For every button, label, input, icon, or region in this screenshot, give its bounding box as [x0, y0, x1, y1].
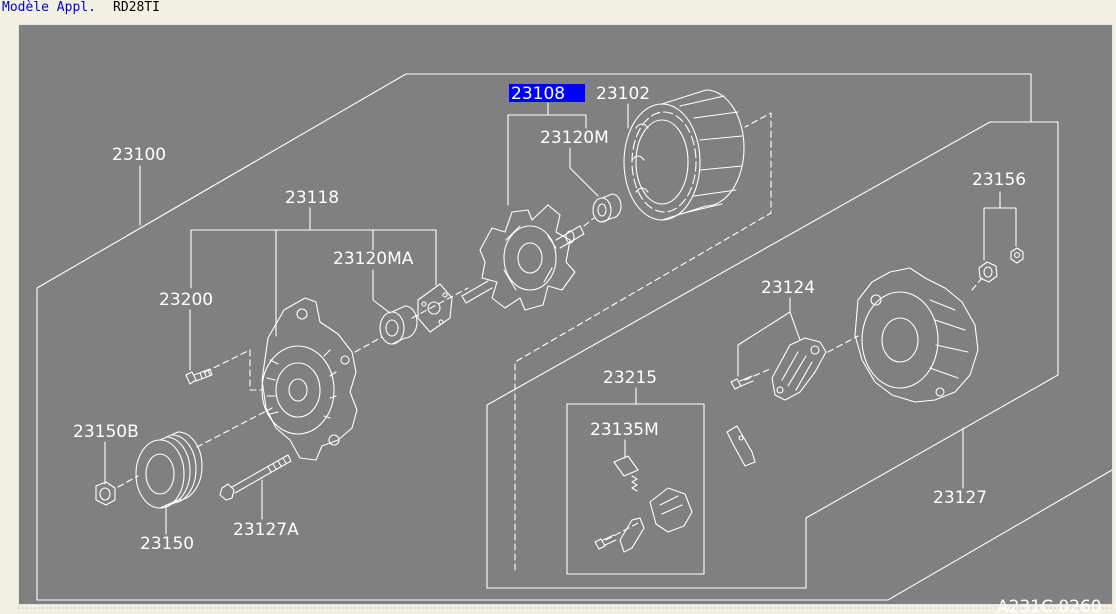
header-bar: Modèle Appl. RD28TI: [0, 0, 1116, 22]
part-label-23118[interactable]: 23118: [285, 188, 339, 208]
terminal-nuts-drawing: [978, 247, 1024, 283]
alignment-dashed-lines: [117, 217, 983, 541]
pulley-drawing: [135, 431, 203, 509]
part-label-23120ma[interactable]: 23120MA: [333, 249, 414, 269]
regulator-screw-drawing: [730, 375, 754, 390]
bearing-23120m-drawing: [592, 193, 622, 223]
part-label-23200[interactable]: 23200: [159, 290, 213, 310]
model-value: RD28TI: [113, 0, 160, 15]
bearing-23120ma-drawing: [379, 305, 418, 345]
assembly-outline-23108: [514, 112, 772, 571]
rotor-drawing: [461, 204, 585, 311]
part-label-23127[interactable]: 23127: [933, 488, 987, 508]
leader-lines: [104, 102, 1017, 535]
rear-housing-drawing: [854, 267, 979, 403]
selection-highlight: [509, 84, 585, 102]
part-label-23215[interactable]: 23215: [603, 368, 657, 388]
part-label-23135m[interactable]: 23135M: [590, 420, 659, 440]
part-label-23127a[interactable]: 23127A: [233, 520, 299, 540]
part-label-23100[interactable]: 23100: [112, 145, 166, 165]
brush-assembly-drawing: [594, 455, 693, 553]
screw-23200-drawing: [185, 368, 213, 385]
part-label-23156[interactable]: 23156: [972, 170, 1026, 190]
model-applicability-label: Modèle Appl.: [2, 0, 96, 15]
assembly-outline-23100: [36, 73, 1113, 601]
part-label-23108[interactable]: 23108: [511, 84, 565, 104]
front-housing-drawing: [261, 297, 358, 461]
part-label-23120m[interactable]: 23120M: [540, 128, 609, 148]
part-label-23102[interactable]: 23102: [596, 84, 650, 104]
diagram-panel[interactable]: [18, 24, 1113, 605]
regulator-drawing: [771, 337, 827, 401]
assembly-outline-23127: [486, 121, 1059, 589]
insulator-clip-drawing: [726, 425, 756, 467]
part-label-23150b[interactable]: 23150B: [73, 422, 139, 442]
through-bolt-drawing: [219, 454, 292, 501]
stator-drawing: [623, 89, 745, 221]
pulley-nut-drawing: [95, 481, 116, 506]
bearing-retainer-plate-drawing: [417, 283, 453, 333]
part-label-23124[interactable]: 23124: [761, 278, 815, 298]
part-label-23150[interactable]: 23150: [140, 534, 194, 554]
illustration-code: A231C 0260: [997, 597, 1102, 614]
